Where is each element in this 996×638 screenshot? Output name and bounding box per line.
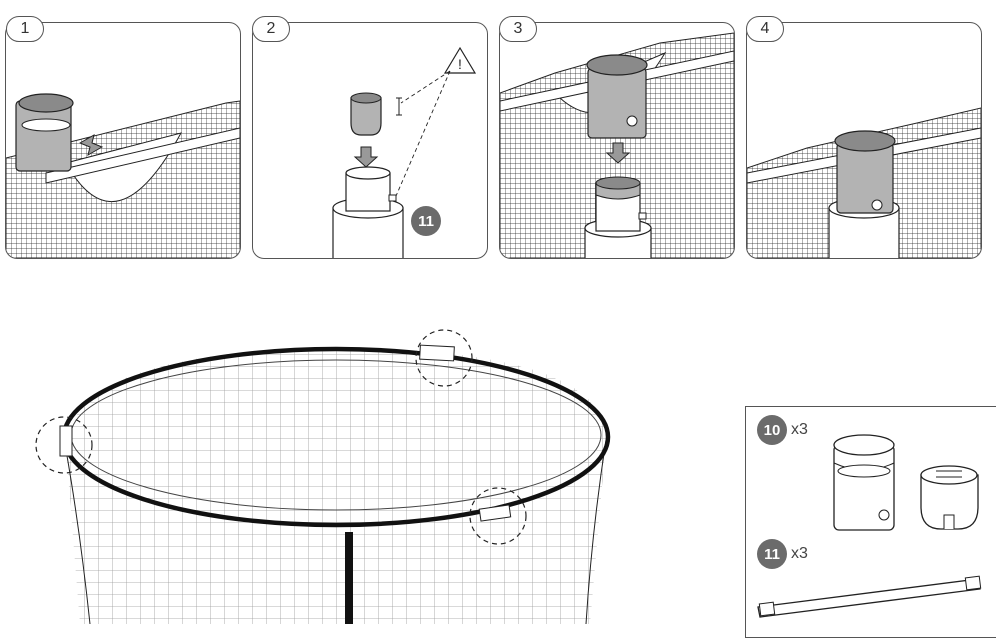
step-1-illustration <box>6 93 240 258</box>
down-arrow-icon <box>353 146 379 168</box>
warning-icon: ! <box>443 46 477 74</box>
svg-text:!: ! <box>458 56 462 72</box>
pole-rod-part <box>757 575 982 618</box>
part-11-badge-step-2: 11 <box>411 206 441 236</box>
insert-arrow-icon <box>78 133 104 157</box>
step-4-number: 4 <box>746 16 784 42</box>
clip-insert-part <box>920 465 979 530</box>
detail-circle-icon <box>469 487 527 545</box>
step-3-illustration <box>500 32 734 258</box>
step-4-illustration <box>747 107 981 258</box>
detail-circle-icon <box>415 329 473 387</box>
part-11-badge: 11 <box>757 539 787 569</box>
detail-circle-icon <box>35 416 93 474</box>
part-10-quantity: x3 <box>791 421 808 438</box>
enclosure-net-overview <box>35 329 611 624</box>
step-1-number: 1 <box>6 16 44 42</box>
step-4-panel <box>746 22 982 259</box>
parts-illustration <box>757 434 982 618</box>
step-2-panel: ! 11 <box>252 22 488 259</box>
part-11-quantity: x3 <box>791 545 808 562</box>
part-10-badge: 10 <box>757 415 787 445</box>
step-2-number: 2 <box>252 16 290 42</box>
cap-clamp-part <box>833 434 895 531</box>
parts-legend <box>745 406 996 638</box>
step-3-panel <box>499 22 735 259</box>
net-mesh <box>66 348 606 624</box>
down-arrow-icon <box>605 142 631 164</box>
support-pole <box>345 532 353 624</box>
step-1-panel <box>5 22 241 259</box>
step-2-illustration: ! <box>332 46 477 258</box>
step-3-number: 3 <box>499 16 537 42</box>
